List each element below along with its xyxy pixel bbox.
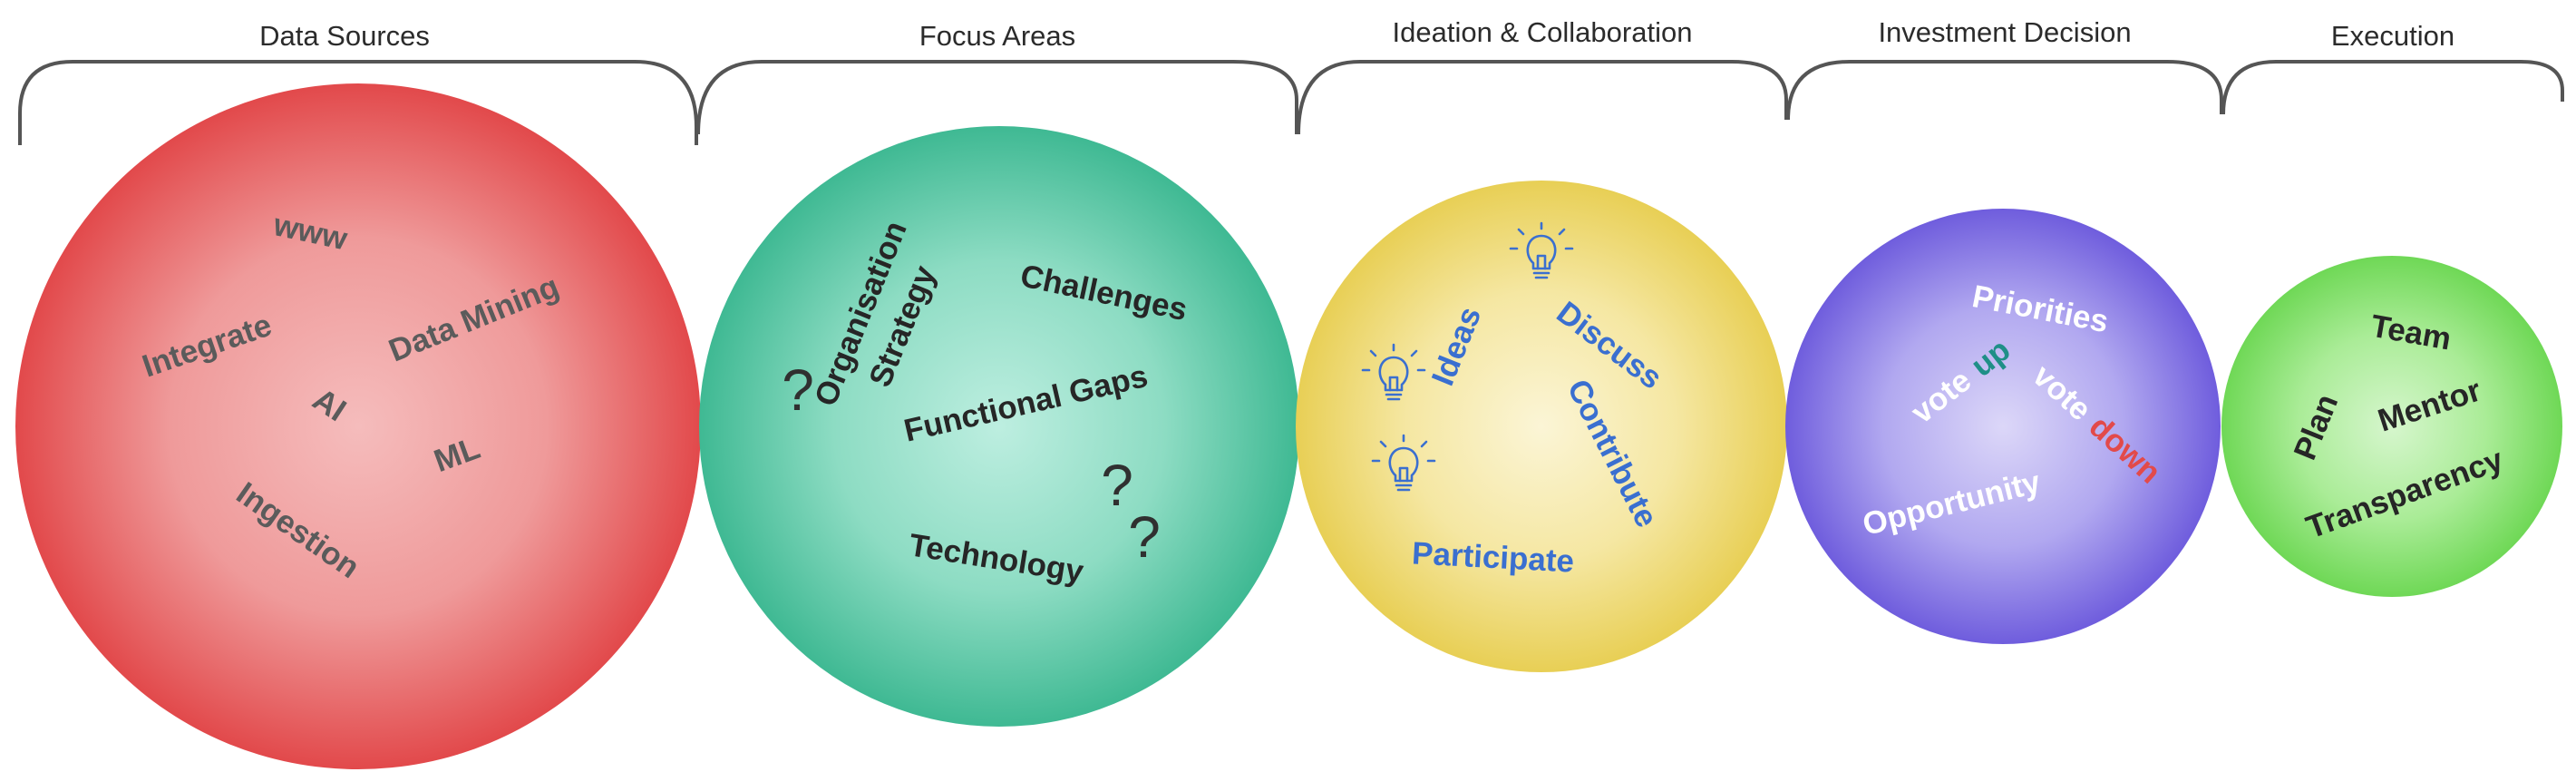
brace-ideation <box>1297 60 1788 135</box>
circle-investment: Priorities vote up vote down Opportunity <box>1785 209 2221 644</box>
ideation-circle <box>1296 181 1787 672</box>
execution-circle <box>2221 256 2562 597</box>
brace-focus-areas <box>696 60 1298 135</box>
section-braces <box>18 60 2564 145</box>
question-mark-1: ? <box>782 357 814 423</box>
question-mark-2: ? <box>1101 453 1133 518</box>
focus-areas-circle <box>699 126 1299 727</box>
investment-circle <box>1785 209 2221 644</box>
circle-focus-areas: Organisation Strategy Challenges Functio… <box>699 126 1299 727</box>
brace-investment <box>1786 60 2223 121</box>
header-focus-areas: Focus Areas <box>919 20 1075 52</box>
brace-execution <box>2221 60 2564 115</box>
circle-data-sources: www Integrate Data Mining AI ML Ingestio… <box>15 83 701 769</box>
data-sources-circle <box>15 83 701 769</box>
section-headers: Data Sources Focus Areas Ideation & Coll… <box>259 16 2454 52</box>
question-mark-3: ? <box>1128 504 1161 570</box>
brace-data-sources <box>18 60 698 145</box>
header-ideation: Ideation & Collaboration <box>1393 16 1693 48</box>
circle-ideation: Ideas Discuss Contribute Participate <box>1296 181 1787 672</box>
header-execution: Execution <box>2331 20 2454 52</box>
word-participate: Participate <box>1411 535 1575 579</box>
header-investment: Investment Decision <box>1878 16 2131 48</box>
header-data-sources: Data Sources <box>259 20 430 52</box>
circle-execution: Team Plan Mentor Transparency <box>2221 256 2562 597</box>
